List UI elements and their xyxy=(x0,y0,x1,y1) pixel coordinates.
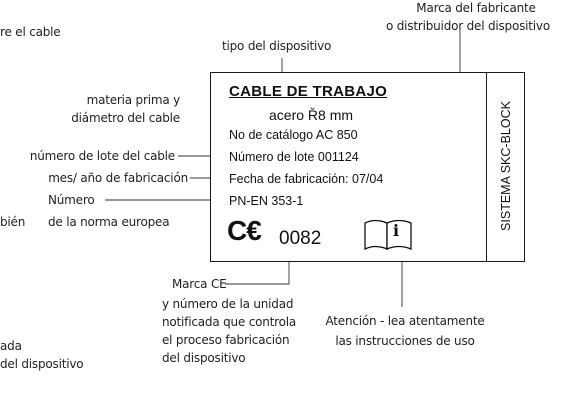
cut-text-left-mid: bién xyxy=(0,215,26,229)
ce-annotation-line2: y número de la unidad xyxy=(162,297,294,311)
label-divider xyxy=(486,73,488,261)
instruction-book-icon xyxy=(364,219,412,251)
lot-number-annotation: número de lote del cable xyxy=(29,149,175,163)
attention-annotation-line2: las instrucciones de uso xyxy=(335,334,475,348)
product-label: CABLE DE TRABAJO acero Ř8 mm No de catál… xyxy=(210,72,525,262)
cut-text-top-left: re el cable xyxy=(0,25,61,39)
label-catalog: No de catálogo AC 850 xyxy=(229,128,358,142)
label-norm: PN-EN 353-1 xyxy=(229,194,304,208)
ce-annotation-line5: del dispositivo xyxy=(162,351,246,365)
device-type-annotation: tipo del dispositivo xyxy=(222,39,332,53)
label-date: Fecha de fabricación: 07/04 xyxy=(229,172,384,186)
manufacturer-annotation-line1: Marca del fabricante xyxy=(416,1,536,15)
material-annotation-line1: materia prima y xyxy=(86,93,181,107)
info-symbol: i xyxy=(393,221,400,240)
label-ce-number: 0082 xyxy=(279,228,322,249)
label-material: acero Ř8 mm xyxy=(269,107,354,123)
cut-text-bottom-left-1: ada xyxy=(0,339,22,353)
manufacture-date-annotation: mes/ año de fabricación xyxy=(48,171,188,185)
label-title: CABLE DE TRABAJO xyxy=(229,83,388,100)
attention-annotation-line1: Atención - lea atentamente xyxy=(325,314,485,328)
ce-annotation-line3: notificada que controla xyxy=(162,315,297,329)
ce-annotation-line1: Marca CE xyxy=(172,277,227,291)
norm-annotation-line2: de la norma europea xyxy=(48,215,170,229)
ce-mark-icon: C€ xyxy=(227,215,262,246)
ce-annotation-line4: el proceso fabricación xyxy=(162,333,290,347)
material-annotation-line2: diámetro del cable xyxy=(71,111,180,125)
label-brand-vertical: SISTEMA SKC-BLOCK xyxy=(499,101,513,231)
label-lot: Número de lote 001124 xyxy=(229,150,359,164)
norm-annotation-line1: Número xyxy=(48,193,95,207)
manufacturer-annotation-line2: o distribuidor del dispositivo xyxy=(386,19,550,33)
cut-text-bottom-left-2: del dispositivo xyxy=(0,357,84,371)
